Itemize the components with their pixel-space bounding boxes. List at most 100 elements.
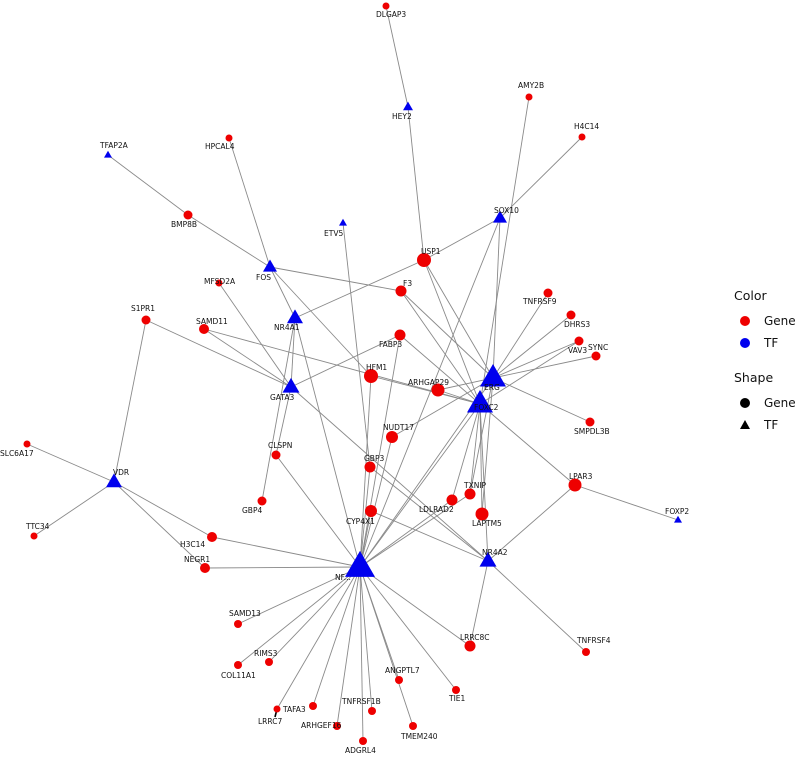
node-label-gbp3: GBP3	[364, 454, 384, 463]
edge-nfe2l1-arhgef16	[336, 566, 361, 727]
tf-node-sox10	[493, 210, 507, 223]
node-label-samd13: SAMD13	[229, 609, 261, 618]
node-label-sync: SYNC	[588, 343, 608, 352]
node-label-tie1: TIE1	[448, 694, 466, 703]
edge-nfe2l1-tafa3	[312, 566, 361, 707]
node-label-vdr: VDR	[113, 468, 129, 477]
edge-gata3-nr4a2	[290, 386, 489, 562]
node-label-samd11: SAMD11	[196, 317, 228, 326]
edge-lpar3-nr4a2	[487, 484, 576, 562]
node-label-tfap2a: TFAP2A	[99, 141, 129, 150]
node-label-lrrc8c: LRRC8C	[460, 633, 489, 642]
legend: Color Gene TF Shape Gene TF	[724, 288, 798, 436]
node-label-nudt17: NUDT17	[383, 423, 414, 432]
gene-node-col11a1	[234, 661, 242, 669]
tf-node-nr4a1	[287, 309, 303, 324]
edge-hfm1-foxc2	[370, 375, 481, 405]
edge-vdr-negr1	[113, 481, 206, 569]
edge-layer	[26, 5, 679, 742]
node-label-usp1: USP1	[421, 247, 441, 256]
edge-usp1-sox10	[423, 217, 501, 261]
edge-lpar3-foxp2	[574, 484, 679, 521]
node-label-erg: ERG	[484, 383, 500, 392]
edge-fos-nr4a1	[269, 266, 296, 319]
tf-color-swatch	[740, 338, 750, 348]
node-label-negr1: NEGR1	[184, 555, 210, 564]
node-label-laptm5: LAPTM5	[472, 519, 502, 528]
tf-node-nr4a2	[479, 551, 497, 567]
gene-node-negr1	[200, 563, 210, 573]
node-label-lrrc7: LRRC7	[258, 717, 282, 726]
edge-foxc2-ldlrad2	[451, 403, 481, 501]
node-label-tnfrsf4: TNFRSF4	[576, 636, 611, 645]
edge-nfe2l1-lrrc7	[276, 566, 361, 710]
node-label-arhgef16: ARHGEF16	[301, 721, 342, 730]
edge-slc6a17-vdr	[26, 443, 115, 483]
node-label-f3: F3	[403, 279, 412, 288]
gene-color-swatch	[740, 316, 750, 326]
gene-node-nudt17	[386, 431, 398, 443]
edge-usp1-nr4a1	[294, 259, 425, 319]
triangle-shape-icon	[740, 420, 750, 429]
node-label-nr4a1: NR4A1	[274, 323, 300, 332]
node-label-dlgap3: DLGAP3	[376, 10, 406, 19]
edge-nr4a1-gbp4	[261, 317, 296, 502]
node-label-gata3: GATA3	[270, 393, 294, 402]
node-label-vav3: VAV3	[568, 346, 587, 355]
edge-gata3-fabp3	[290, 334, 401, 388]
edge-vav3-foxc2	[479, 340, 580, 405]
edge-vav3-erg	[492, 340, 580, 379]
edge-fabp3-foxc2	[399, 334, 481, 405]
legend-color-title: Color	[734, 288, 767, 303]
edge-sync-erg	[492, 355, 597, 379]
edge-tnfrsf9-erg	[492, 292, 549, 379]
node-label-rims3: RIMS3	[254, 649, 278, 658]
node-label-h3c14: H3C14	[180, 540, 205, 549]
edge-bmp8b-fos	[187, 214, 271, 268]
node-label-col11a1: COL11A1	[221, 671, 256, 680]
node-label-txnip: TXNIP	[463, 481, 487, 490]
gene-node-hpcal4	[225, 134, 233, 142]
edge-txnip-nfe2l1	[359, 493, 471, 568]
legend-color-tf: TF	[724, 332, 798, 354]
edge-nudt17-nfe2l1	[359, 436, 393, 568]
edge-hey2-dlgap3	[385, 5, 409, 108]
node-label-dhrs3: DHRS3	[564, 320, 590, 329]
node-label-tafa3: TAFA3	[282, 705, 306, 714]
edge-foxc2-nr4a2	[479, 403, 489, 562]
edge-tfap2a-bmp8b	[107, 154, 189, 216]
gene-node-tnfrsf1b	[368, 707, 376, 715]
legend-color-gene-label: Gene	[764, 314, 796, 328]
gene-node-cyp4x1	[365, 505, 377, 517]
edge-s1pr1-gata3	[145, 319, 292, 388]
node-label-slc6a17: SLC6A17	[0, 449, 34, 458]
node-label-lpar3: LPAR3	[569, 472, 593, 481]
gene-node-lrrc7	[273, 705, 281, 713]
edge-etv5-gbp3	[342, 222, 371, 468]
gene-node-s1pr1	[141, 315, 151, 325]
edge-samd11-gata3	[203, 328, 292, 388]
edge-foxc2-txnip	[469, 403, 481, 495]
tf-node-nfe2l1	[345, 550, 375, 577]
gene-node-slc6a17	[23, 440, 31, 448]
edge-cyp4x1-nr4a2	[370, 510, 489, 562]
node-label-angptl7: ANGPTL7	[385, 666, 420, 675]
gene-node-txnip	[464, 488, 476, 500]
gene-node-arhgef16	[333, 722, 341, 730]
node-label-clspn: CLSPN	[268, 441, 292, 450]
node-label-amy2b: AMY2B	[518, 81, 544, 90]
edge-vdr-h3c14	[113, 481, 213, 538]
edge-sox10-h4c14	[499, 136, 583, 219]
edge-nr4a2-tnfrsf4	[487, 560, 587, 653]
gene-node-laptm5	[475, 507, 489, 521]
node-label-adgrl4: ADGRL4	[345, 746, 376, 755]
tf-node-foxp2	[674, 515, 682, 523]
gene-node-f3	[395, 285, 407, 297]
gene-node-usp1	[417, 253, 431, 267]
edge-vdr-ttc34	[33, 481, 115, 537]
node-label-smpdl3b: SMPDL3B	[574, 427, 610, 436]
legend-shape-gene-label: Gene	[764, 396, 796, 410]
gene-node-lpar3	[568, 478, 582, 492]
gene-node-clspn	[271, 450, 281, 460]
